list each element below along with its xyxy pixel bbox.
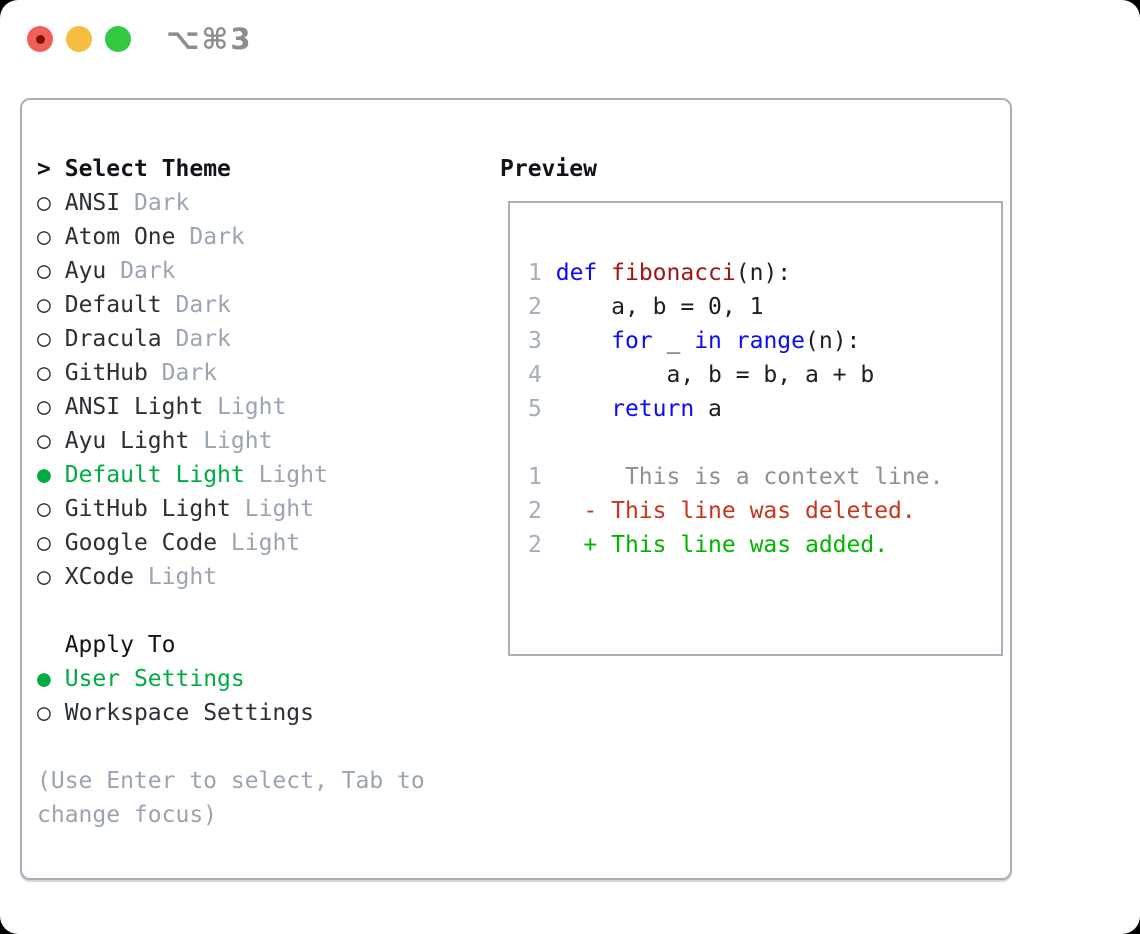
- radio-icon: ○: [37, 496, 51, 522]
- radio-icon: ○: [37, 564, 51, 590]
- radio-icon: ●: [37, 666, 51, 692]
- theme-selector-column: > Select Theme ○ ANSI Dark ○ Atom One Dar…: [37, 152, 467, 832]
- hint-text: (Use Enter to select, Tab to change focu…: [37, 768, 439, 828]
- radio-icon: ○: [37, 224, 51, 250]
- apply-option-user-settings[interactable]: ● User Settings: [37, 666, 245, 692]
- preview-box: 1 def fibonacci(n): 2 a, b = 0, 1 3 for _ …: [508, 201, 1003, 656]
- radio-icon: ○: [37, 360, 51, 386]
- radio-icon: ○: [37, 190, 51, 216]
- apply-to-list: ● User Settings ○ Workspace Settings: [37, 662, 467, 730]
- unsaved-dot-icon: [35, 34, 45, 44]
- diff-line-context: 1 This is a context line.: [528, 464, 944, 490]
- radio-icon: ○: [37, 700, 51, 726]
- select-theme-header-label: Select Theme: [64, 156, 231, 182]
- spacer: [37, 730, 467, 764]
- spacer: [37, 594, 467, 628]
- theme-option-github-light-light[interactable]: ○ GitHub Light Light: [37, 496, 314, 522]
- preview-header: Preview: [500, 156, 597, 182]
- select-theme-header: > Select Theme: [37, 152, 467, 186]
- theme-option-ayu-dark[interactable]: ○ Ayu Dark: [37, 258, 176, 284]
- theme-option-xcode-light[interactable]: ○ XCode Light: [37, 564, 218, 590]
- radio-icon: ○: [37, 326, 51, 352]
- close-button[interactable]: [27, 26, 53, 52]
- code-line: 2 a, b = 0, 1: [528, 294, 764, 320]
- theme-option-dracula-dark[interactable]: ○ Dracula Dark: [37, 326, 231, 352]
- theme-list: ○ ANSI Dark ○ Atom One Dark ○ Ayu Dark ○ De…: [37, 186, 467, 594]
- radio-icon: ○: [37, 428, 51, 454]
- zoom-button[interactable]: [105, 26, 131, 52]
- theme-option-ansi-dark[interactable]: ○ ANSI Dark: [37, 190, 190, 216]
- focus-caret-icon: >: [37, 156, 51, 182]
- diff-preview: 1 This is a context line. 2 - This line w…: [528, 460, 1001, 562]
- diff-line-added: 2 + This line was added.: [528, 532, 889, 558]
- diff-line-deleted: 2 - This line was deleted.: [528, 498, 916, 524]
- theme-option-ansi-light-light[interactable]: ○ ANSI Light Light: [37, 394, 287, 420]
- code-preview: 1 def fibonacci(n): 2 a, b = 0, 1 3 for _ …: [528, 256, 1001, 426]
- minimize-button[interactable]: [66, 26, 92, 52]
- theme-option-atom-one-dark[interactable]: ○ Atom One Dark: [37, 224, 245, 250]
- code-line: 5 return a: [528, 396, 722, 422]
- radio-icon: ○: [37, 394, 51, 420]
- apply-to-header: Apply To: [37, 628, 467, 662]
- theme-option-github-dark[interactable]: ○ GitHub Dark: [37, 360, 218, 386]
- code-line: 4 a, b = b, a + b: [528, 362, 875, 388]
- theme-option-google-code-light[interactable]: ○ Google Code Light: [37, 530, 301, 556]
- theme-option-default-light-light[interactable]: ● Default Light Light: [37, 462, 328, 488]
- code-line: 3 for _ in range(n):: [528, 328, 861, 354]
- spacer: [528, 426, 1001, 460]
- theme-switcher-panel: > Select Theme ○ ANSI Dark ○ Atom One Dar…: [20, 98, 1012, 880]
- theme-option-ayu-light-light[interactable]: ○ Ayu Light Light: [37, 428, 273, 454]
- radio-icon: ○: [37, 258, 51, 284]
- radio-icon: ○: [37, 292, 51, 318]
- window-controls: [27, 26, 131, 52]
- radio-icon: ●: [37, 462, 51, 488]
- code-line: 1 def fibonacci(n):: [528, 260, 792, 286]
- theme-option-default-dark[interactable]: ○ Default Dark: [37, 292, 231, 318]
- apply-option-workspace-settings[interactable]: ○ Workspace Settings: [37, 700, 314, 726]
- radio-icon: ○: [37, 530, 51, 556]
- window-title-shortcut: ⌥⌘3: [166, 22, 253, 56]
- apply-to-header-label: Apply To: [64, 632, 176, 658]
